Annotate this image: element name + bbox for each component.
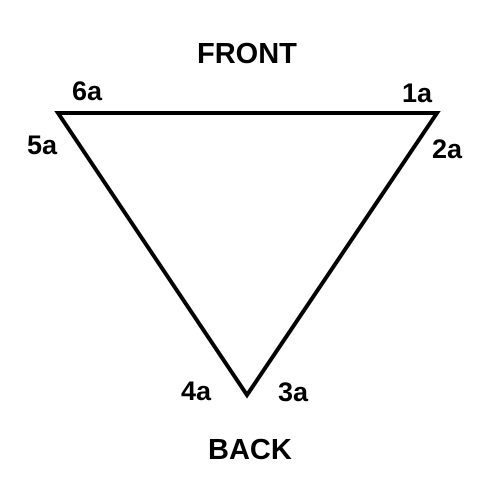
inverted-triangle [54,111,441,399]
front-label: FRONT [197,38,297,70]
corner-label-5a: 5a [27,130,58,160]
corner-label-3a: 3a [278,377,309,407]
corner-label-1a: 1a [402,78,433,108]
corner-label-2a: 2a [432,134,463,164]
back-label: BACK [208,434,292,466]
corner-label-4a: 4a [181,376,212,406]
corner-label-6a: 6a [72,76,103,106]
